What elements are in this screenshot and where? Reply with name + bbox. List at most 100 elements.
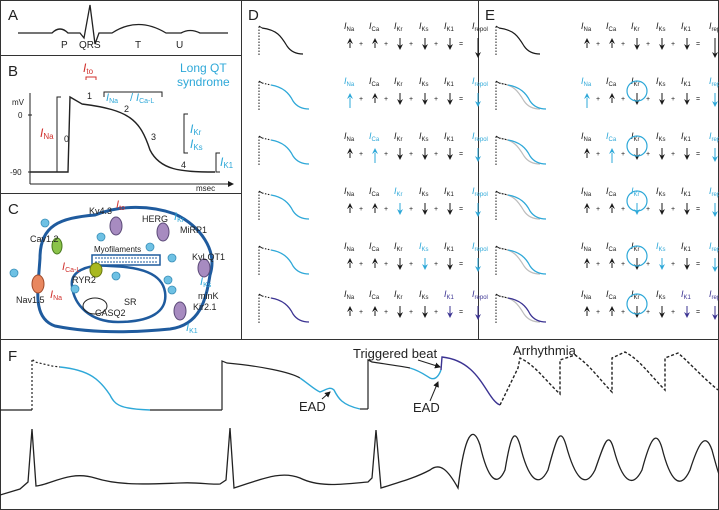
- arrow-ca-head: [609, 38, 615, 44]
- current-symbol: I: [631, 76, 634, 86]
- current-sub: repol: [475, 192, 488, 198]
- operator: +: [646, 309, 650, 316]
- ap-trace: [507, 139, 547, 165]
- current-label-ca: ICa: [369, 76, 380, 88]
- c-current-iks: IKs: [200, 276, 212, 289]
- ikr-highlight-circle: [626, 80, 648, 102]
- current-sub: Ca: [372, 192, 380, 198]
- current-label-k1: IK1: [444, 241, 455, 253]
- current-symbol: I: [369, 186, 372, 196]
- operator: +: [384, 96, 388, 103]
- phase-0: 0: [64, 134, 69, 144]
- current-sub: K1: [684, 247, 692, 253]
- current-sub: repol: [475, 82, 488, 88]
- current-sub: repol: [712, 27, 719, 33]
- c-label-kvlqt1: KvLQT1: [192, 252, 225, 262]
- current-symbol: I: [709, 186, 712, 196]
- current-label-repol: Irepol: [709, 76, 719, 88]
- operator: =: [696, 41, 700, 48]
- current-label-k1: IK1: [444, 131, 455, 143]
- phase-2: 2: [124, 104, 129, 114]
- current-symbol: I: [344, 241, 347, 251]
- current-sub: K1: [684, 295, 692, 301]
- current-sub: Na: [584, 137, 592, 143]
- operator: +: [359, 309, 363, 316]
- current-label-k1: IK1: [681, 21, 692, 33]
- current-sub: Kr: [634, 27, 640, 33]
- arrow-kr-head: [397, 264, 403, 270]
- ap-notch: [495, 293, 500, 297]
- row-5: INa+ICa+IKr+IKs+IK1=Irepol: [258, 289, 488, 323]
- arrow-repol-head: [475, 266, 481, 272]
- b-ytick-90: -90: [10, 168, 22, 177]
- arrow-ca-head: [372, 258, 378, 264]
- current-label-kr: IKr: [394, 289, 403, 301]
- arrow-ks-head: [659, 154, 665, 160]
- operator: =: [696, 261, 700, 268]
- operator: +: [596, 206, 600, 213]
- operator: +: [671, 41, 675, 48]
- current-sub: Na: [584, 295, 592, 301]
- current-sub: Ks: [659, 295, 666, 301]
- ap-trace: [507, 297, 547, 323]
- current-label-na: INa: [581, 289, 592, 301]
- current-sub: Ca: [609, 295, 617, 301]
- current-symbol: I: [394, 21, 397, 31]
- current-symbol: I: [656, 186, 659, 196]
- arrow-kr-head: [397, 44, 403, 50]
- current-label-ca: ICa: [606, 241, 617, 253]
- current-label-ks: IKs: [419, 131, 429, 143]
- current-sub: Ca: [372, 27, 380, 33]
- current-sub: K1: [447, 247, 455, 253]
- current-label-kr: IKr: [631, 241, 640, 253]
- panel-a: A P QRS T U: [8, 4, 228, 51]
- current-sub: repol: [712, 295, 719, 301]
- current-sub: Ks: [659, 137, 666, 143]
- operator: +: [621, 261, 625, 268]
- current-label-ca: ICa: [606, 186, 617, 198]
- current-sub: K1: [447, 82, 455, 88]
- ap-trace: [261, 27, 304, 55]
- myofilaments-box: Myofilaments: [91, 245, 161, 266]
- current-symbol: I: [419, 241, 422, 251]
- operator: +: [434, 41, 438, 48]
- ap-plateau-dotted: [261, 82, 272, 86]
- arrow-ks-head: [659, 312, 665, 318]
- ap-notch: [258, 245, 263, 249]
- current-symbol: I: [419, 186, 422, 196]
- b-current-ikr: IKr: [190, 122, 202, 137]
- arrow-na-head: [584, 93, 590, 99]
- operator: +: [409, 96, 413, 103]
- arrow-na-head: [347, 148, 353, 154]
- channel-kir21: Kir2.1 IK1: [173, 301, 217, 335]
- arrow-ks-head: [422, 44, 428, 50]
- operator: =: [696, 151, 700, 158]
- f-label-triggered: Triggered beat: [353, 346, 437, 361]
- f-beat3-cyan: [409, 367, 442, 380]
- operator: +: [409, 151, 413, 158]
- c-current-ikr: IKr: [174, 211, 185, 224]
- phase-1: 1: [87, 91, 92, 101]
- current-label-repol: Irepol: [472, 21, 488, 33]
- ikr-highlight-circle: [626, 245, 648, 267]
- ap-notch: [495, 135, 500, 139]
- arrow-repol-head: [475, 314, 481, 320]
- current-label-k1: IK1: [681, 131, 692, 143]
- ap-trace: [507, 194, 547, 220]
- arrow-k1-head: [447, 209, 453, 215]
- current-symbol: I: [606, 289, 609, 299]
- current-symbol: I: [419, 21, 422, 31]
- current-symbol: I: [709, 76, 712, 86]
- arrow-repol-head: [712, 266, 718, 272]
- current-sub: Ca: [609, 27, 617, 33]
- arrow-kr-head: [634, 44, 640, 50]
- operator: +: [671, 96, 675, 103]
- c-label-ryr2: RYR2: [72, 275, 96, 285]
- row-2: INa+ICa+IKr+IKs+IK1=Irepol: [258, 131, 488, 165]
- channel-nav15: Nav1.5 INa: [16, 274, 62, 305]
- row-3: INa+ICa+IKr+IKs+IK1=Irepol: [258, 186, 488, 220]
- current-symbol: I: [656, 131, 659, 141]
- b-ytick-0: 0: [18, 111, 23, 120]
- current-label-ks: IKs: [656, 76, 666, 88]
